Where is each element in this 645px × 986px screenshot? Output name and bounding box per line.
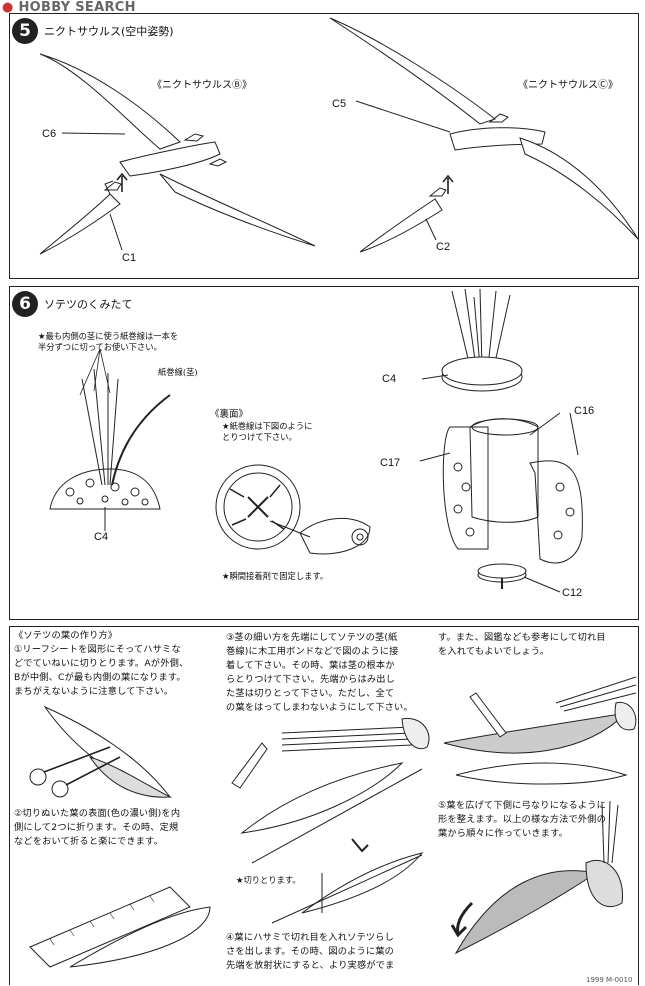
part-c4-left-label: C4 xyxy=(94,531,109,543)
leaves-step5: ⑤葉を広げて下側に弓なりになるように 形を整えます。以上の様な方法で外側の 葉か… xyxy=(438,800,607,839)
footer-code: 1999 M-0010 xyxy=(586,976,633,984)
step6-number: 6 xyxy=(12,291,38,317)
part-c16-label: C16 xyxy=(574,405,595,417)
glue-note: ★瞬間接着剤で固定します。 xyxy=(222,571,329,581)
step5-panel: 5 ニクトサウルス(空中姿勢) 《ニクトサウルスⒷ》 《ニクトサウルスⒸ》 C6… xyxy=(9,13,639,279)
leaves-panel: 《ソテツの葉の作り方》 ①リーフシートを図形にそってハサミな どでていねいに切り… xyxy=(9,626,639,985)
step6-panel: 6 ソテツのくみたて ★最も内側の茎に使う紙巻線は一本を 半分ずつに切ってお使い… xyxy=(9,286,639,620)
step6-title: ソテツのくみたて xyxy=(44,298,133,311)
part-c5-label: C5 xyxy=(332,98,347,110)
part-c17-label: C17 xyxy=(380,457,401,469)
step5-label-c: 《ニクトサウルスⒸ》 xyxy=(518,80,618,91)
leaves-step4: ④葉にハサミで切れ目を入れソテツらし さを出します。その時、図のように葉の 先端… xyxy=(226,932,395,971)
step6-wire-note: ★最も内側の茎に使う紙巻線は一本を 半分ずつに切ってお使い下さい。 xyxy=(38,331,179,352)
wire-label: 紙巻線(茎) xyxy=(158,367,198,377)
step5-number: 5 xyxy=(12,18,38,44)
nyctosaurus-b-illustration xyxy=(39,53,316,255)
leaves-col2-illustrations xyxy=(231,717,430,924)
leaves-step3: ③茎の細い方を先端にしてソテツの茎(紙 巻線)に木工用ボンドなどで図のように接 … xyxy=(226,632,413,713)
part-c6-label: C6 xyxy=(42,128,57,140)
step5-label-b: 《ニクトサウルスⒷ》 xyxy=(152,80,252,91)
leaves-step1: ①リーフシートを図形にそってハサミな どでていねいに切りとります。Aが外側、 B… xyxy=(14,644,189,697)
cycad-trunk-exploded xyxy=(419,288,583,593)
leaves-title: 《ソテツの葉の作り方》 xyxy=(14,630,118,641)
part-c1-label: C1 xyxy=(122,252,137,264)
cut-note: ★切りとります。 xyxy=(236,875,301,885)
nyctosaurus-c-illustration xyxy=(329,17,639,253)
leaves-step2: ②切りぬいた葉の表面(色の濃い側)を内 側にして2つに折ります。その時、定規 な… xyxy=(14,808,181,847)
leaves-col1-illustrations xyxy=(29,705,211,968)
cycad-wire-illustration xyxy=(49,348,171,531)
back-title: 《裏面》 xyxy=(210,409,249,420)
leaves-step4-continued: す。また、図鑑なども参考にして切れ目 を入れてもよいでしょう。 xyxy=(438,632,606,657)
leaves-col3-illustrations xyxy=(443,676,637,955)
part-c2-label: C2 xyxy=(436,241,451,253)
cycad-back-detail xyxy=(215,464,371,555)
brand-watermark: ● HOBBY SEARCH xyxy=(2,0,136,15)
step5-title: ニクトサウルス(空中姿勢) xyxy=(44,25,174,38)
part-c12-label: C12 xyxy=(562,587,583,599)
back-note: ★紙巻線は下図のように とりつけて下さい。 xyxy=(222,421,313,442)
part-c4-right-label: C4 xyxy=(382,373,397,385)
